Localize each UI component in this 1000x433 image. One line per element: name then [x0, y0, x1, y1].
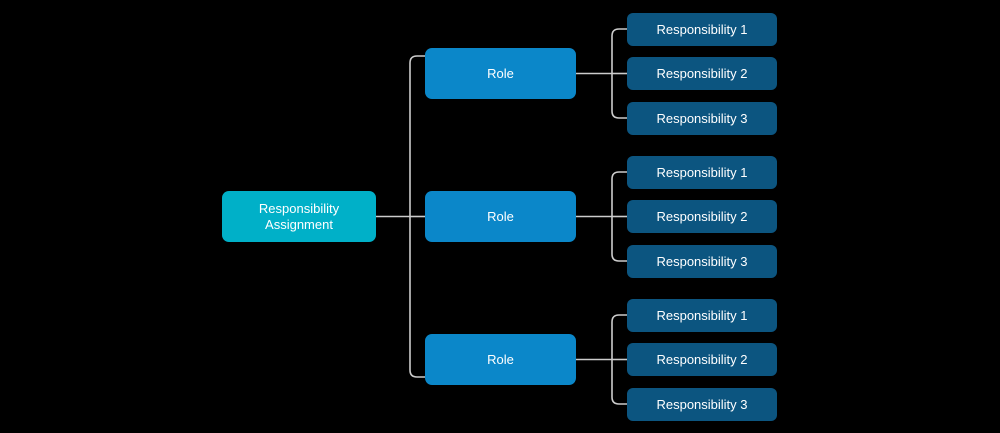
node-label: Responsibility 2 [656, 351, 748, 367]
node-label: Responsibility 1 [656, 307, 748, 323]
node-label: Responsibility 3 [656, 110, 748, 126]
node-role-3-responsibility-3[interactable]: Responsibility 3 [627, 388, 777, 421]
edge-role3-resp3 [611, 359, 627, 405]
node-role-3-responsibility-1[interactable]: Responsibility 1 [627, 299, 777, 332]
node-role-1-responsibility-1[interactable]: Responsibility 1 [627, 13, 777, 46]
node-role-2-responsibility-3[interactable]: Responsibility 3 [627, 245, 777, 278]
node-label: Responsibility Assignment [258, 200, 340, 232]
edge-trunk-role-1 [409, 55, 425, 217]
node-role-2-responsibility-2[interactable]: Responsibility 2 [627, 200, 777, 233]
edge-role3-resp1 [611, 314, 627, 360]
node-role-3[interactable]: Role [425, 334, 576, 385]
node-label: Role [487, 65, 514, 81]
node-role-3-responsibility-2[interactable]: Responsibility 2 [627, 343, 777, 376]
node-role-1-responsibility-3[interactable]: Responsibility 3 [627, 102, 777, 135]
node-role-1-responsibility-2[interactable]: Responsibility 2 [627, 57, 777, 90]
node-label: Responsibility 1 [656, 164, 748, 180]
node-label: Role [487, 208, 514, 224]
node-label: Responsibility 1 [656, 21, 748, 37]
edge-role2-resp1 [611, 171, 627, 217]
node-label: Responsibility 2 [656, 208, 748, 224]
edge-role2-resp3 [611, 216, 627, 262]
edge-trunk-role-3 [409, 216, 425, 378]
node-label: Role [487, 351, 514, 367]
node-role-2-responsibility-1[interactable]: Responsibility 1 [627, 156, 777, 189]
node-role-2[interactable]: Role [425, 191, 576, 242]
node-role-1[interactable]: Role [425, 48, 576, 99]
edge-role1-resp3 [611, 73, 627, 119]
node-label: Responsibility 3 [656, 253, 748, 269]
node-label: Responsibility 2 [656, 65, 748, 81]
node-responsibility-assignment[interactable]: Responsibility Assignment [222, 191, 376, 242]
node-label: Responsibility 3 [656, 396, 748, 412]
edge-role1-resp1 [611, 28, 627, 74]
